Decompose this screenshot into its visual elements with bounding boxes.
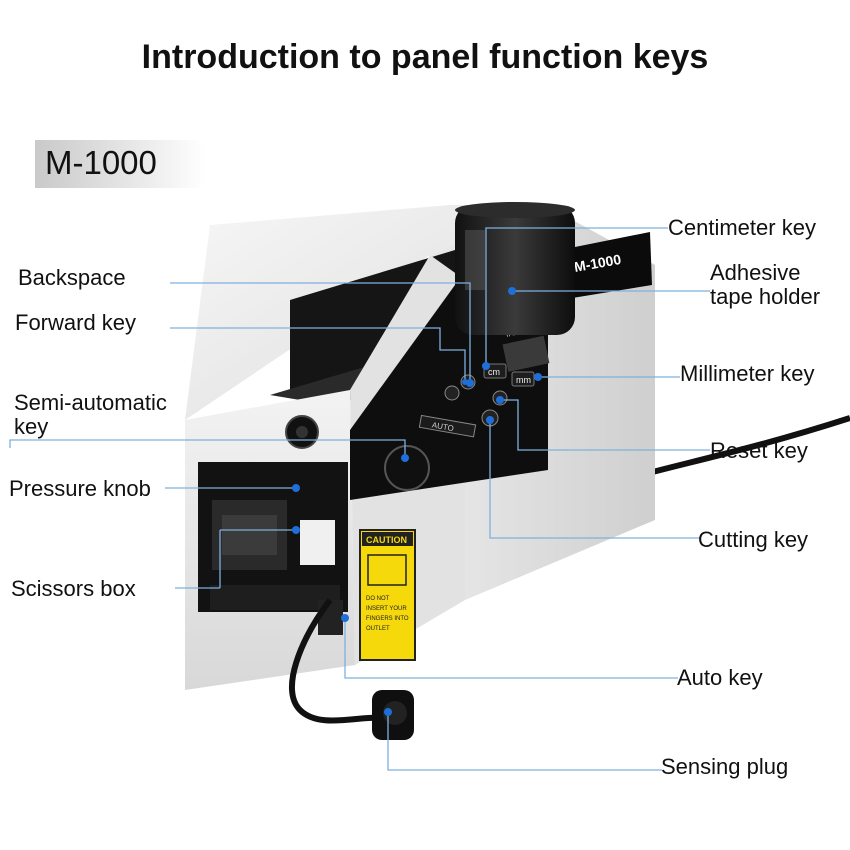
label-scissors-box: Scissors box [11,576,136,601]
auto-strip-label: AUTO [431,420,454,433]
label-semi-automatic-2: key [14,414,49,439]
label-adhesive-2: tape holder [710,284,821,309]
cm-key-label: cm [488,367,500,377]
mm-key-label: mm [516,375,531,385]
label-sensing-plug: Sensing plug [661,754,789,779]
page-title: Introduction to panel function keys [141,38,709,76]
auto-strip [418,414,477,438]
mm-key[interactable] [511,371,535,387]
label-forward-key: Forward key [15,310,137,335]
callout-dots [292,287,542,716]
lcd-display [502,335,550,372]
auto-sensor [318,600,343,635]
model-badge [35,140,205,188]
device-top [185,205,545,420]
label-reset-key: Reset key [710,438,808,463]
backspace-key[interactable] [444,385,460,401]
callout-lines [9,227,710,771]
label-cutting-key: Cutting key [698,527,809,552]
label-pressure-knob: Pressure knob [9,476,151,501]
caution-line-2: INSERT YOUR [366,606,407,612]
label-auto-key: Auto key [677,665,763,690]
model-name: M-1000 [45,144,157,181]
label-backspace: Backspace [18,265,126,290]
semi-automatic-key[interactable] [384,445,430,491]
caution-line-3: FINGERS INTO [366,616,409,622]
sensing-cable [289,598,386,724]
caution-label [359,529,416,661]
caution-line-1: DO NOT [366,596,390,602]
label-centimeter-key: Centimeter key [668,215,816,240]
caution-title: CAUTION [366,535,407,545]
caution-line-4: OUTLET [366,626,390,632]
label-semi-automatic-1: Semi-automatic [14,390,167,415]
label-millimeter-key: Millimeter key [680,361,815,386]
brand-plate [560,232,652,300]
label-adhesive-1: Adhesive [710,260,801,285]
